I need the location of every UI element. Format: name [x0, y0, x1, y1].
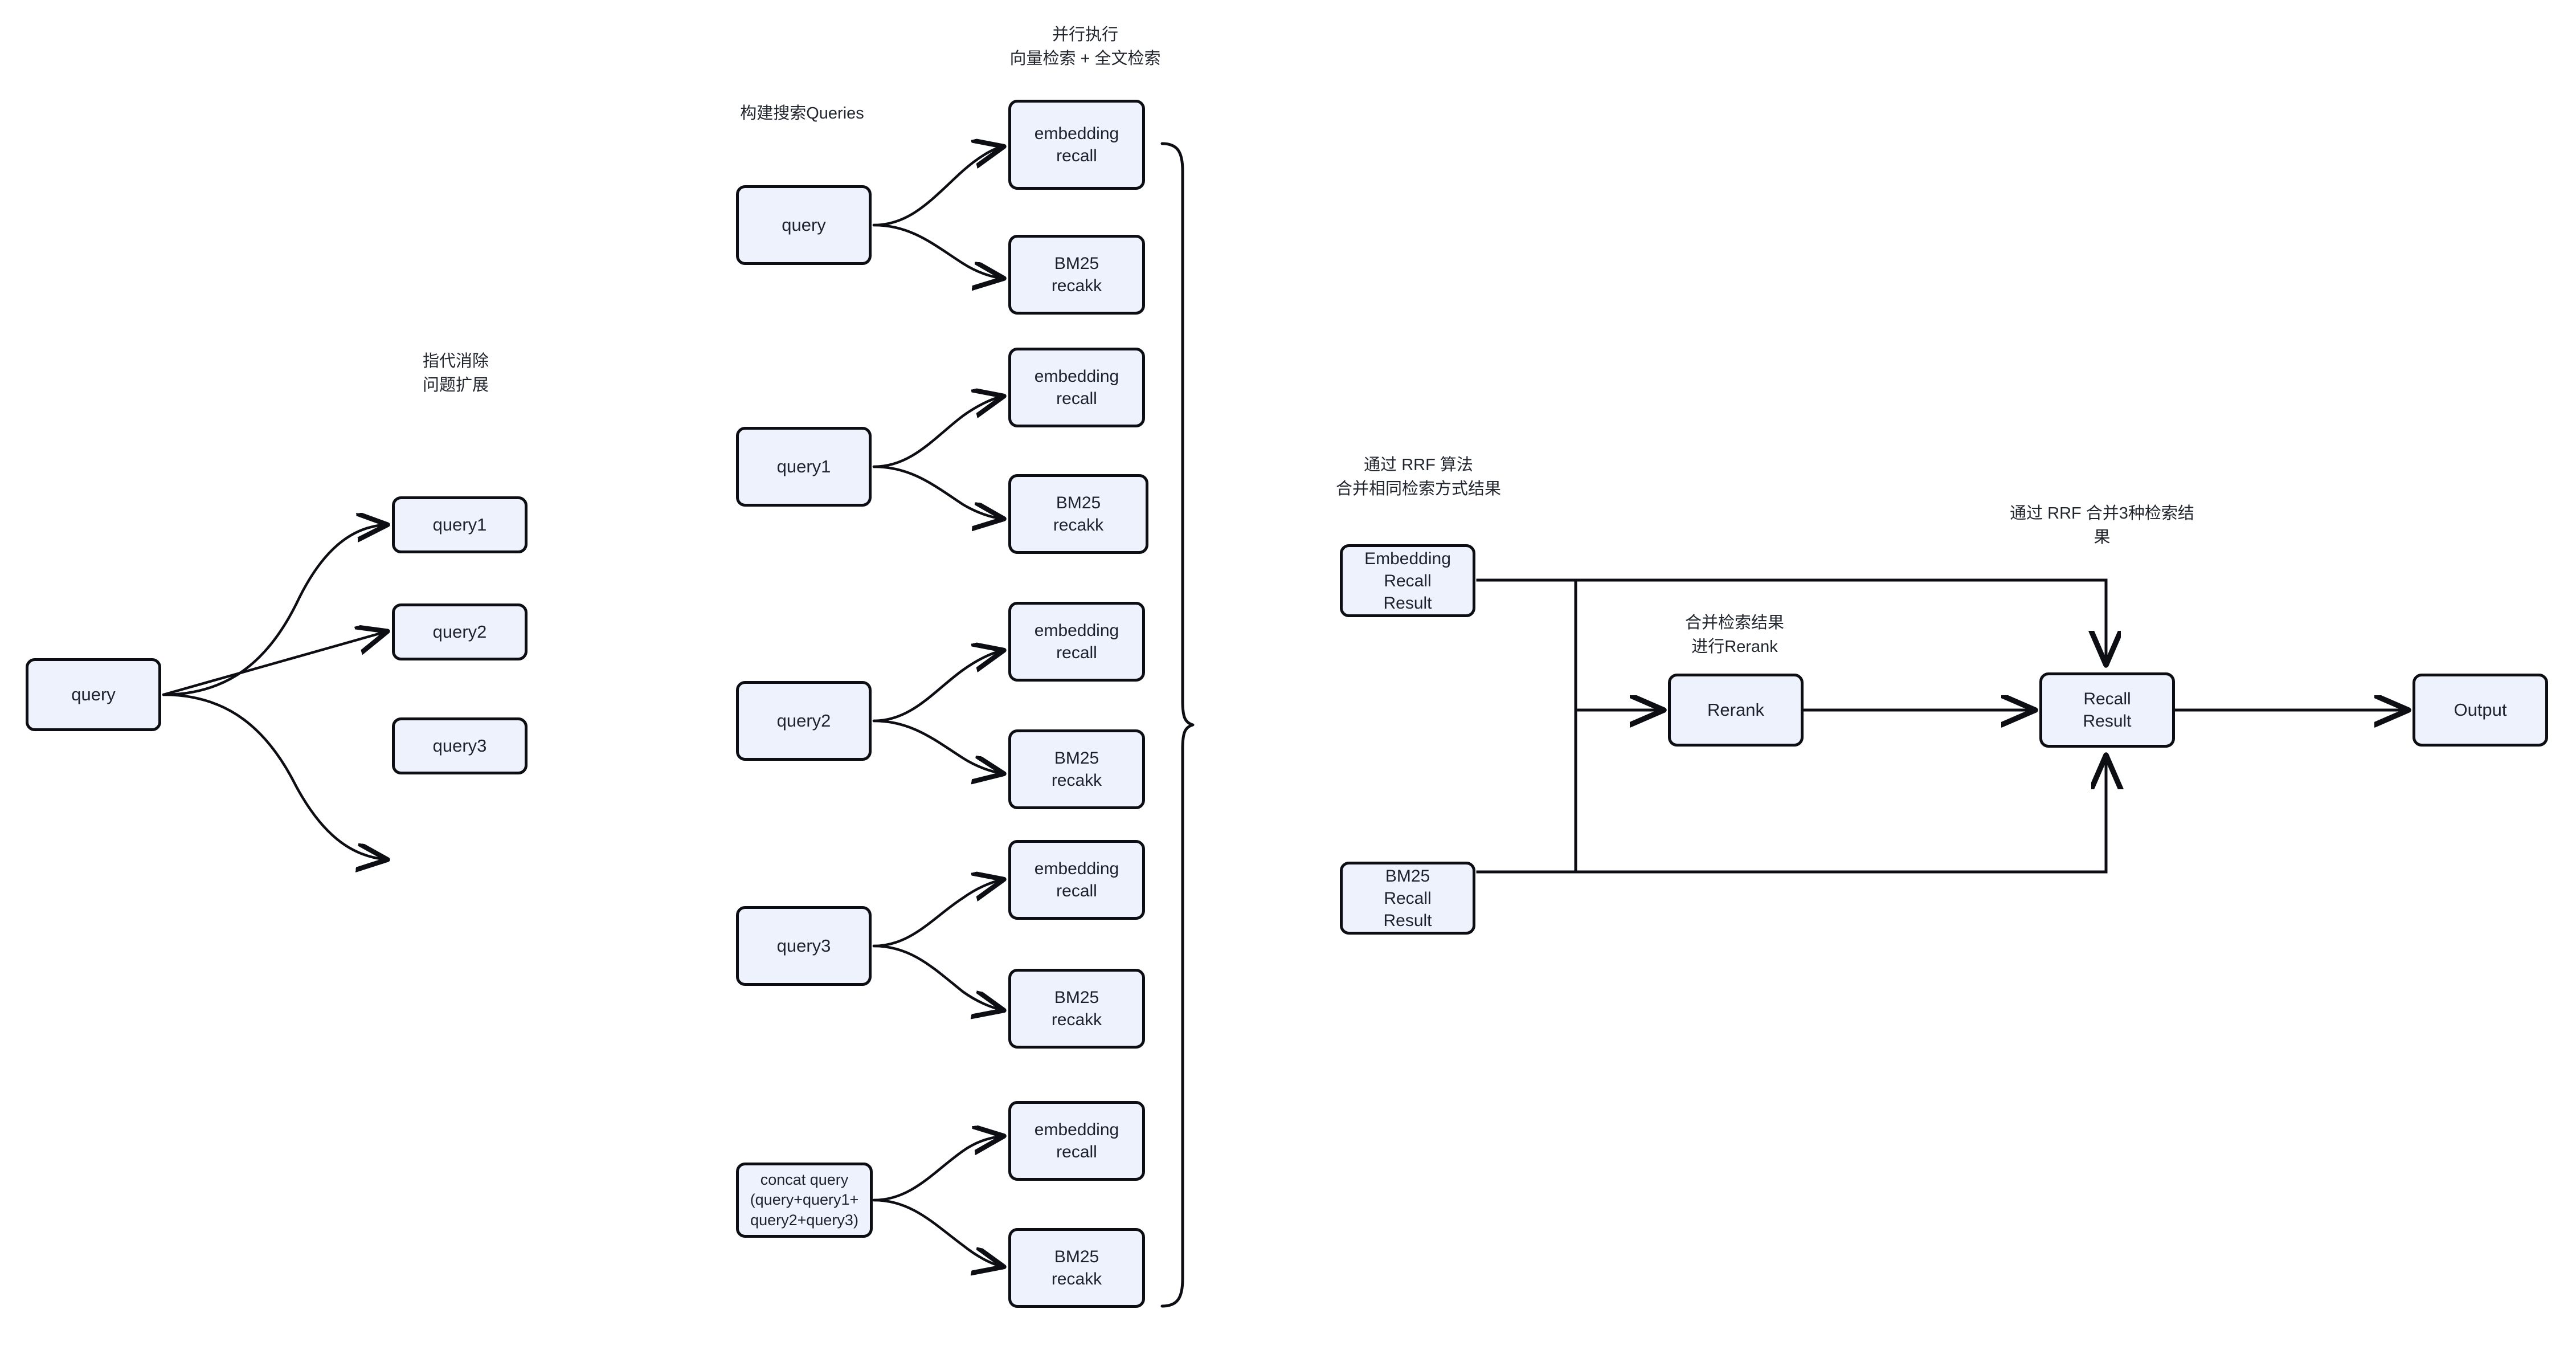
node-label: embedding recall	[1034, 621, 1119, 662]
node-rerank[interactable]: Rerank	[1668, 674, 1804, 747]
node-embedding-recall-result[interactable]: Embedding Recall Result	[1340, 544, 1475, 617]
node-mid-query3[interactable]: query3	[736, 906, 872, 986]
node-mid-query[interactable]: query	[736, 185, 872, 265]
edge-query-to-query2	[162, 632, 385, 696]
edge-query-to-emb-1	[872, 147, 1001, 227]
node-emb-recall-1[interactable]: embedding recall	[1008, 100, 1145, 190]
node-label: BM25 recakk	[1051, 988, 1102, 1029]
node-label: embedding recall	[1034, 124, 1119, 165]
node-label: BM25 recakk	[1051, 749, 1102, 790]
node-bm25-recall-4[interactable]: BM25 recakk	[1008, 969, 1145, 1049]
edge-query2-to-emb-3	[872, 651, 1001, 723]
node-label: concat query (query+query1+ query2+query…	[750, 1171, 859, 1229]
node-query2[interactable]: query2	[392, 603, 528, 660]
edge-query3-to-bm25-4	[872, 944, 1001, 1010]
note-rrf-same-method: 通过 RRF 算法 合并相同检索方式结果	[1335, 456, 1501, 499]
node-emb-recall-3[interactable]: embedding recall	[1008, 602, 1145, 682]
merge-brace	[1160, 142, 1195, 1308]
node-label: query	[782, 214, 826, 235]
node-bm25-recall-3[interactable]: BM25 recakk	[1008, 729, 1145, 809]
node-label: Embedding Recall Result	[1364, 549, 1451, 613]
node-label: query2	[776, 710, 831, 731]
node-label: query1	[432, 514, 487, 535]
note-rrf-three-results: 通过 RRF 合并3种检索结果	[2010, 504, 2194, 547]
node-query3[interactable]: query3	[392, 717, 528, 774]
node-label: BM25 Recall Result	[1383, 866, 1432, 930]
note-coref-expand: 指代消除 问题扩展	[422, 352, 489, 395]
note-parallel-exec: 并行执行 向量检索 + 全文检索	[1009, 26, 1161, 68]
node-label: embedding recall	[1034, 1120, 1119, 1161]
edge-query3-to-emb-4	[872, 880, 1001, 948]
note-build-queries: 构建搜索Queries	[740, 104, 864, 123]
node-bm25-recall-result[interactable]: BM25 Recall Result	[1340, 862, 1475, 935]
node-recall-result[interactable]: Recall Result	[2039, 672, 2175, 748]
edge-query1-to-bm25-2	[872, 465, 1001, 519]
node-mid-query2[interactable]: query2	[736, 681, 872, 761]
edge-concat-to-emb-5	[872, 1136, 1001, 1202]
edge-concat-to-bm25-5	[872, 1198, 1001, 1266]
edge-query-to-bm25-1	[872, 223, 1001, 278]
edges-left-expansion	[162, 525, 385, 859]
note-merge-rerank: 合并检索结果 进行Rerank	[1684, 614, 1784, 656]
node-concat-query[interactable]: concat query (query+query1+ query2+query…	[736, 1163, 873, 1238]
node-label: Recall Result	[2083, 690, 2132, 731]
node-label: BM25 recakk	[1051, 254, 1102, 295]
node-label: BM25 recakk	[1051, 1247, 1102, 1288]
edge-query1-to-emb-2	[872, 397, 1001, 468]
edge-query-to-query1	[162, 525, 385, 696]
edge-query-to-query3	[162, 693, 385, 859]
node-label: query1	[776, 456, 831, 476]
edges-mid-fanouts	[872, 147, 1001, 1266]
node-query-source[interactable]: query	[26, 658, 161, 731]
node-label: embedding recall	[1034, 859, 1119, 900]
node-query1[interactable]: query1	[392, 496, 528, 553]
node-output[interactable]: Output	[2413, 674, 2548, 747]
node-emb-recall-2[interactable]: embedding recall	[1008, 348, 1145, 427]
node-label: query3	[432, 735, 487, 756]
edges-right-arrows	[1574, 578, 2406, 874]
node-bm25-recall-5[interactable]: BM25 recakk	[1008, 1228, 1145, 1308]
node-label: Output	[2454, 699, 2507, 720]
node-label: BM25 recakk	[1053, 494, 1104, 535]
node-mid-query1[interactable]: query1	[736, 427, 872, 507]
node-bm25-recall-2[interactable]: BM25 recakk	[1008, 474, 1148, 554]
node-label: query	[71, 684, 116, 704]
node-label: Rerank	[1707, 699, 1764, 720]
edges-right-rrf	[1476, 578, 2108, 874]
node-emb-recall-4[interactable]: embedding recall	[1008, 840, 1145, 920]
node-label: query3	[776, 935, 831, 956]
node-label: query2	[432, 621, 487, 642]
node-bm25-recall-1[interactable]: BM25 recakk	[1008, 235, 1145, 315]
node-emb-recall-5[interactable]: embedding recall	[1008, 1101, 1145, 1181]
edge-query2-to-bm25-3	[872, 719, 1001, 773]
node-label: embedding recall	[1034, 367, 1119, 408]
